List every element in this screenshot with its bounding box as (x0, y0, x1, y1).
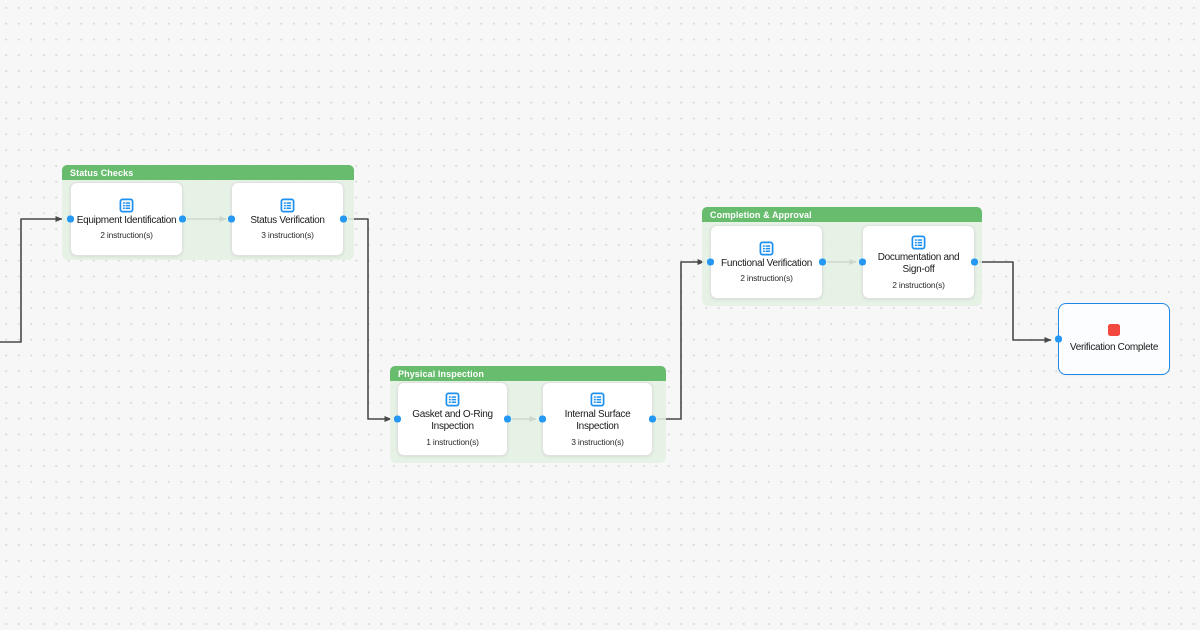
stop-square-icon (1108, 323, 1120, 336)
list-details-icon (280, 198, 295, 213)
node-functional-verification[interactable]: Functional Verification 2 instruction(s) (707, 225, 826, 299)
group-label: Completion & Approval (710, 209, 812, 220)
list-details-icon (119, 198, 134, 213)
node-title: Equipment Identification (76, 214, 177, 226)
group-header[interactable]: Status Checks (62, 165, 354, 180)
target-handle[interactable] (859, 258, 866, 266)
node-title: Functional Verification (721, 257, 812, 269)
target-handle[interactable] (707, 258, 714, 266)
group-label: Physical Inspection (398, 368, 484, 379)
node-gasket-oring-inspection[interactable]: Gasket and O-Ring Inspection 1 instructi… (394, 382, 511, 456)
node-instruction-count: 2 instruction(s) (740, 273, 793, 284)
node-equipment-identification[interactable]: Equipment Identification 2 instruction(s… (67, 182, 186, 256)
edge-docs-to-complete[interactable] (979, 261, 1052, 343)
node-instruction-count: 2 instruction(s) (100, 230, 153, 241)
target-handle[interactable] (539, 415, 546, 423)
node-title: Documentation and Sign-off (877, 251, 960, 276)
list-details-icon (445, 392, 460, 407)
node-instruction-count: 1 instruction(s) (426, 436, 479, 447)
node-title: Gasket and O-Ring Inspection (412, 408, 493, 433)
target-handle[interactable] (394, 415, 401, 423)
source-handle[interactable] (340, 215, 347, 223)
list-details-icon (590, 392, 605, 407)
group-label: Status Checks (70, 167, 134, 178)
edge-start-to-equipment[interactable] (0, 216, 63, 343)
target-handle[interactable] (228, 215, 235, 223)
group-header[interactable]: Completion & Approval (702, 207, 982, 222)
node-title: Status Verification (250, 214, 325, 226)
node-verification-complete[interactable]: Verification Complete (1055, 303, 1170, 375)
node-instruction-count: 3 instruction(s) (571, 436, 624, 447)
node-internal-surface-inspection[interactable]: Internal Surface Inspection 3 instructio… (539, 382, 656, 456)
target-handle[interactable] (1055, 335, 1062, 343)
source-handle[interactable] (649, 415, 656, 423)
node-documentation-signoff[interactable]: Documentation and Sign-off 2 instruction… (859, 225, 978, 299)
list-details-icon (759, 241, 774, 256)
source-handle[interactable] (819, 258, 826, 266)
node-instruction-count: 3 instruction(s) (261, 230, 314, 241)
target-handle[interactable] (67, 215, 74, 223)
list-details-icon (911, 235, 926, 250)
source-handle[interactable] (179, 215, 186, 223)
node-instruction-count: 2 instruction(s) (892, 279, 945, 290)
node-title: Verification Complete (1069, 341, 1159, 353)
source-handle[interactable] (504, 415, 511, 423)
group-header[interactable]: Physical Inspection (390, 366, 666, 381)
node-status-verification[interactable]: Status Verification 3 instruction(s) (228, 182, 347, 256)
source-handle[interactable] (971, 258, 978, 266)
edge-statusver-to-gasket[interactable] (348, 218, 392, 422)
node-title: Internal Surface Inspection (564, 408, 631, 433)
